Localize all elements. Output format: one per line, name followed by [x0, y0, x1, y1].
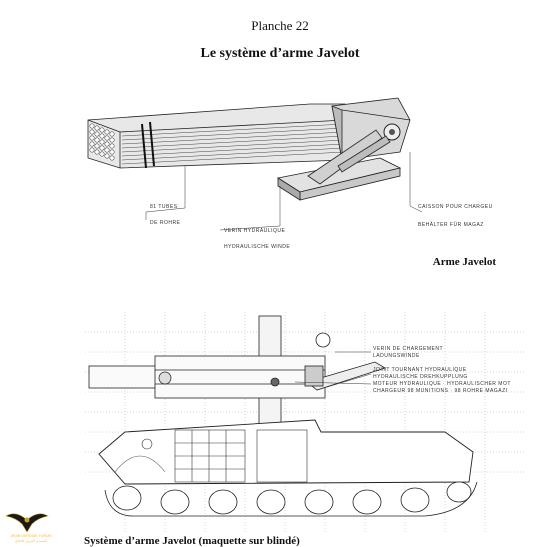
javelot-vehicle-illustration	[85, 312, 525, 532]
label-tubes-fr: 81 TUBES	[150, 204, 178, 210]
figure2-caption: Système d’arme Javelot (maquette sur bli…	[84, 535, 300, 547]
label-moteur-hydraulique: MOTEUR HYDRAULIQUE · HYDRAULISCHER MOT	[373, 381, 511, 387]
label-verin-chargement: VERIN DE CHARGEMENT	[373, 346, 444, 352]
arab-defense-forum-logo: ARAB DEFENSE FORUM المنتدى العربي للدفاع	[4, 508, 51, 546]
label-caisson-fr: CAISSON POUR CHARGEU	[418, 204, 493, 210]
eagle-emblem-icon	[5, 513, 49, 533]
label-chargeur-munitions: CHARGEUR 98 MUNITIONS · 98 ROHRE MAGAZI	[373, 388, 508, 394]
label-joint-tournant: JOINT TOURNANT HYDRAULIQUE	[373, 367, 467, 373]
javelot-weapon-illustration	[87, 97, 423, 231]
label-drehkupplung: HYDRAULISCHE DREHKUPPLUNG	[373, 374, 468, 380]
watermark-line1: ARAB DEFENSE FORUM	[10, 534, 52, 538]
label-tubes-de: DE ROHRE	[150, 220, 181, 226]
watermark-line2: المنتدى العربي للدفاع	[15, 539, 47, 543]
javelot-weapon-drawing: 81 TUBES DE ROHRE VERIN HYDRAULIQUE HYDR…	[80, 80, 500, 280]
label-caisson-de: BEHÄLTER FÜR MAGAZ	[418, 222, 484, 228]
plate-number: Planche 22	[251, 18, 309, 33]
page-title: Le système d’arme Javelot	[200, 46, 360, 61]
figure1-caption: Arme Javelot	[432, 256, 496, 268]
label-ladungswinde: LADUNGSWINDE	[373, 353, 420, 359]
javelot-vehicle-drawing: VERIN DE CHARGEMENT LADUNGSWINDE JOINT T…	[85, 312, 525, 532]
label-verin-de: HYDRAULISCHE WINDE	[224, 244, 291, 250]
label-verin-fr: VERIN HYDRAULIQUE	[224, 228, 286, 234]
